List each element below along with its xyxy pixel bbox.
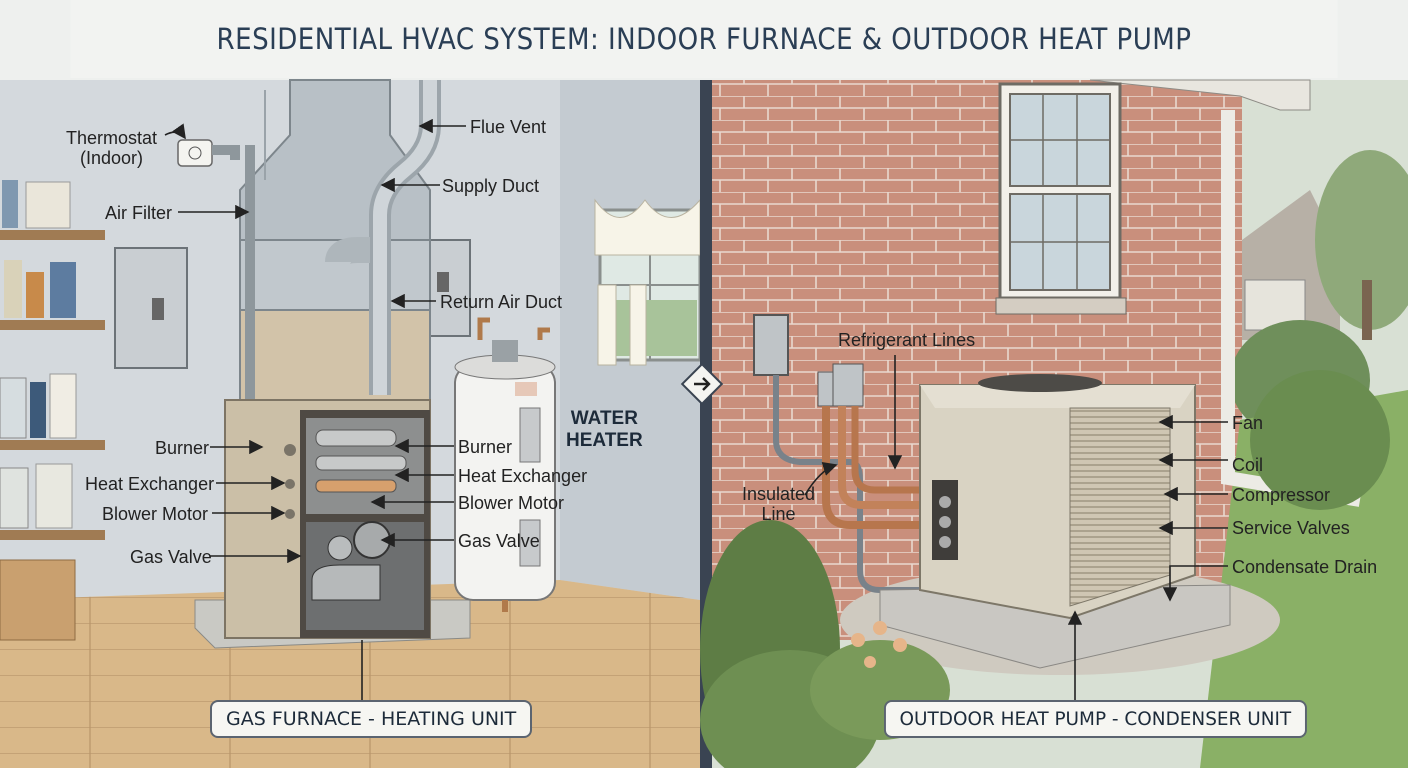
label-return-air-duct: Return Air Duct [440, 292, 563, 312]
outdoor-leader-lines [804, 355, 1228, 700]
indoor-leader-lines [164, 118, 466, 700]
label-blower-motor-right: Blower Motor [458, 493, 565, 513]
label-flue-vent: Flue Vent [470, 117, 547, 137]
ductwork [212, 79, 441, 455]
condenser-unit [879, 374, 1231, 669]
arrow-right-icon [680, 362, 724, 406]
electrical-panel [114, 247, 188, 369]
caption-gas-furnace: GAS FURNACE - HEATING UNIT [210, 700, 533, 738]
diagram-title: RESIDENTIAL HVAC SYSTEM: INDOOR FURNACE … [70, 0, 1338, 78]
refrigerant-line-set [773, 375, 940, 593]
label-air-filter: Air Filter [105, 203, 172, 223]
label-gas-valve-left: Gas Valve [130, 547, 212, 567]
indoor-window [594, 198, 702, 366]
caption-heat-pump: OUTDOOR HEAT PUMP - CONDENSER UNIT [884, 700, 1307, 738]
label-gas-valve-right: Gas Valve [458, 531, 540, 551]
label-water-heater: WATER HEATER [566, 408, 643, 451]
label-fan: Fan [1232, 413, 1264, 433]
label-coil: Coil [1232, 455, 1264, 475]
label-blower-motor-left: Blower Motor [102, 504, 209, 524]
water-heater [454, 317, 556, 612]
outdoor-disconnect [753, 314, 789, 376]
outdoor-panel [700, 79, 1408, 768]
label-compressor: Compressor [1232, 485, 1331, 505]
label-burner-right: Burner [458, 437, 513, 457]
label-heat-exchanger-left: Heat Exchanger [85, 474, 215, 494]
label-condensate-drain: Condensate Drain [1232, 557, 1378, 577]
label-burner-left: Burner [155, 438, 210, 458]
label-insulated-line: Insulated Line [742, 484, 816, 524]
house-window [995, 82, 1127, 315]
gas-furnace [194, 399, 471, 649]
indoor-panel [0, 79, 702, 768]
label-heat-exchanger-right: Heat Exchanger [458, 466, 588, 486]
label-supply-duct: Supply Duct [442, 176, 540, 196]
label-service-valves: Service Valves [1232, 518, 1350, 538]
label-refrigerant-lines: Refrigerant Lines [838, 330, 976, 350]
storage-shelves [0, 180, 105, 641]
thermostat-device [177, 139, 213, 167]
label-thermostat: Thermostat (Indoor) [66, 128, 158, 168]
shrubs [700, 370, 1390, 768]
